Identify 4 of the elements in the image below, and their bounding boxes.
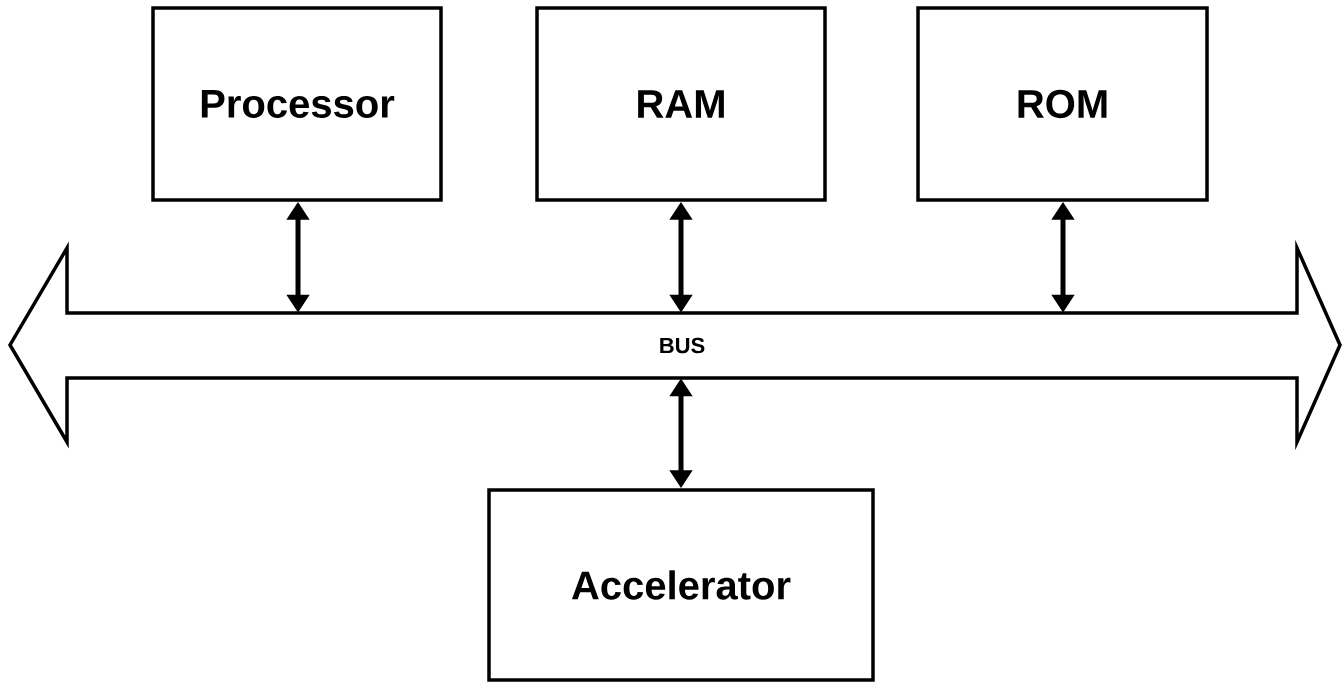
block-box: Accelerator	[487, 488, 875, 682]
block-box: ROM	[916, 6, 1209, 202]
block-box: RAM	[535, 6, 827, 202]
block-box: Processor	[151, 6, 443, 202]
